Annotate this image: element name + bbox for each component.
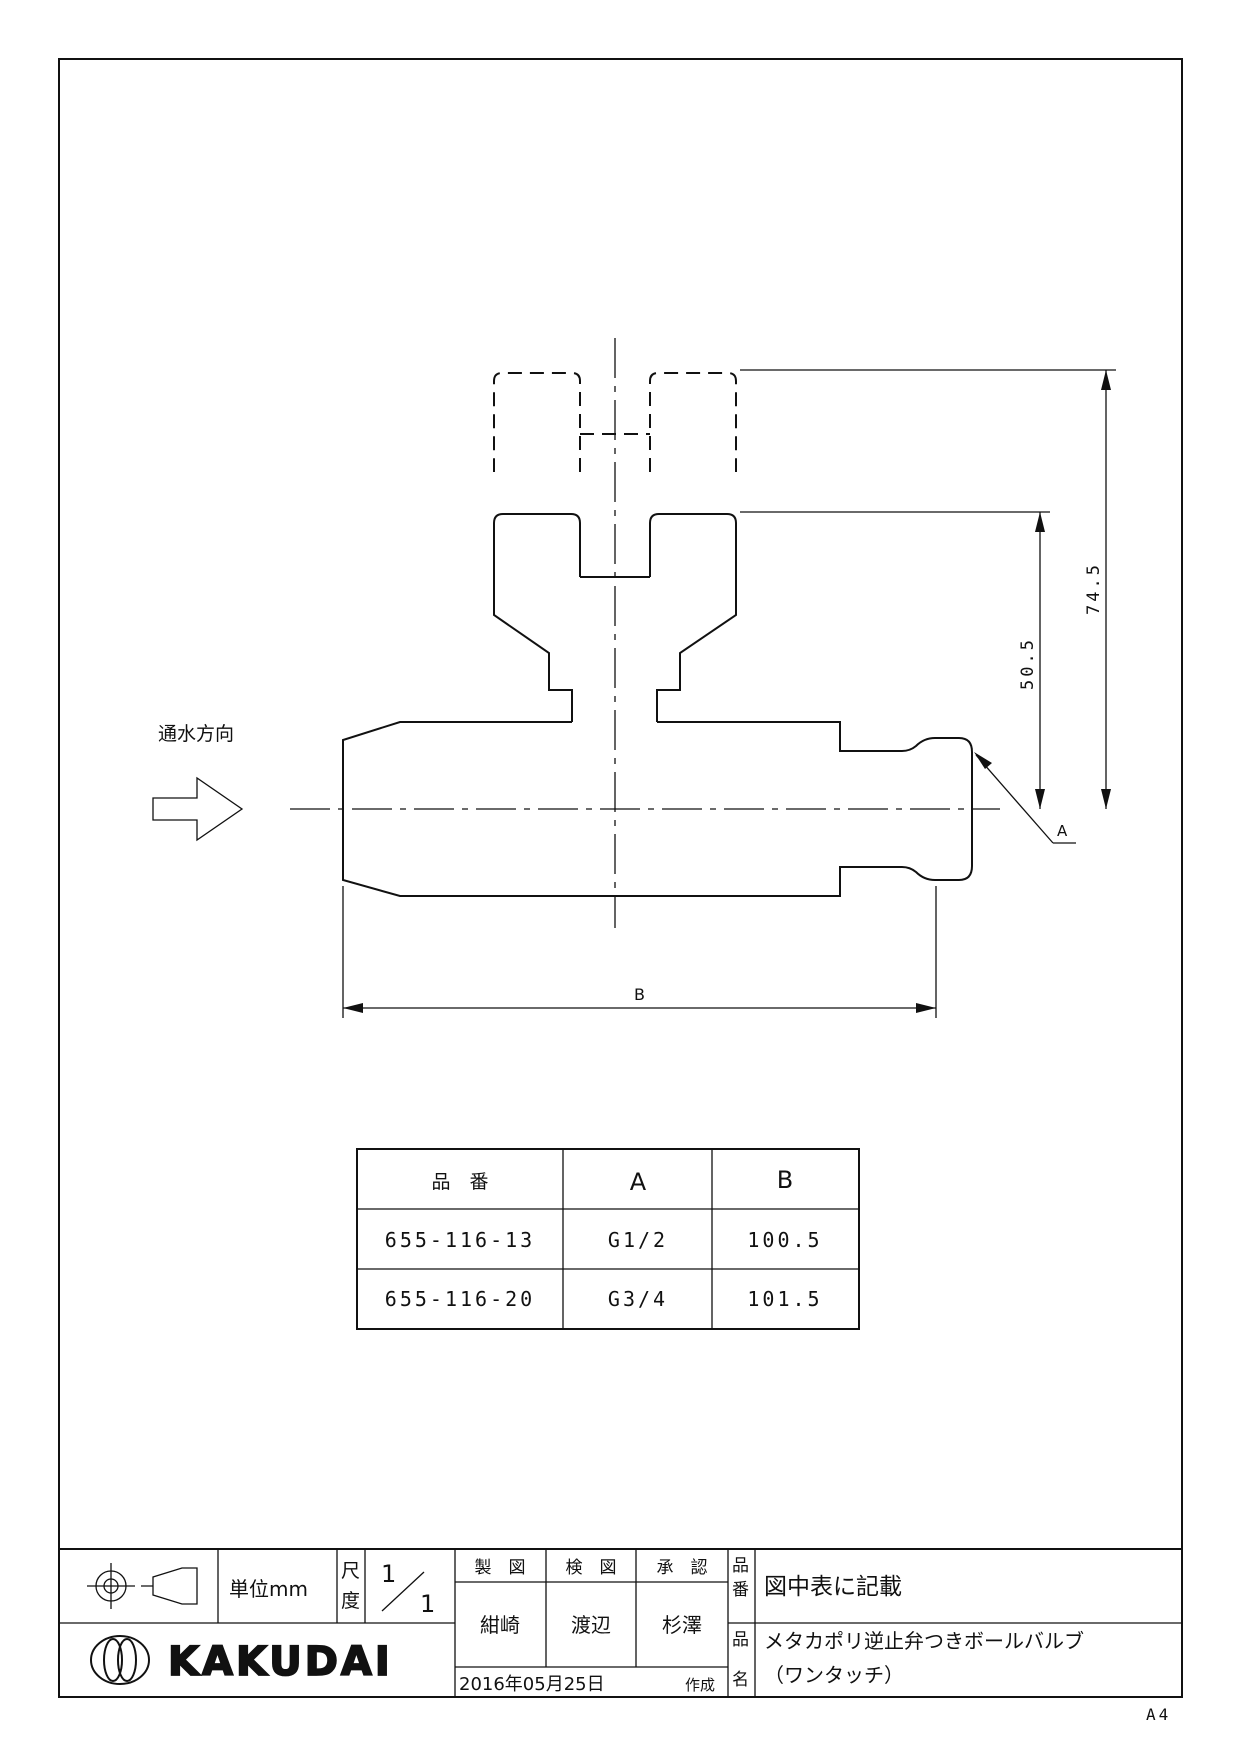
spec-header-b: B (777, 1166, 793, 1194)
dim-50-label: 50.5 (1018, 637, 1038, 690)
drawn-label: 製 図 (475, 1558, 526, 1578)
checked-label: 検 図 (566, 1558, 617, 1578)
third-angle-projection-icon (87, 1563, 198, 1609)
spec-row1-b: 100.5 (747, 1228, 822, 1252)
dim-74-arrow-top (1101, 370, 1111, 390)
spec-row1-a: G1/2 (608, 1228, 668, 1252)
approved-label: 承 認 (657, 1558, 708, 1578)
approved-by: 杉澤 (662, 1613, 702, 1637)
title-block: 単位mm 尺 度 1 1 製 図 検 図 承 認 紺崎 渡辺 杉澤 2016年0… (59, 1548, 1182, 1724)
spec-table: 品 番 A B 655-116-13 G1/2 100.5 655-116-20… (356, 1148, 860, 1330)
kakudai-logo-icon (90, 1635, 150, 1685)
checked-by: 渡辺 (571, 1613, 611, 1637)
dim-74-label: 74.5 (1084, 562, 1104, 615)
part-no-value: 図中表に記載 (764, 1574, 902, 1600)
part-name-label-1: 品 (732, 1630, 749, 1650)
part-no-label-2: 番 (732, 1580, 749, 1600)
handle-dashed-outline (493, 372, 737, 472)
dim-b-label: B (634, 985, 645, 1004)
spec-row2-b: 101.5 (747, 1287, 822, 1311)
flow-direction-label: 通水方向 (158, 723, 234, 745)
drawn-by: 紺崎 (480, 1613, 520, 1637)
spec-row2-part-no: 655-116-20 (385, 1287, 535, 1311)
leader-a-line (975, 754, 1054, 844)
spec-header-part-no: 品 番 (431, 1171, 488, 1193)
spec-header-a: A (630, 1168, 647, 1196)
dim-b-arrow-right (916, 1003, 936, 1013)
valve-body-outline (342, 721, 973, 897)
handle-outline (493, 513, 737, 722)
scale-label-1: 尺 (341, 1560, 360, 1582)
brand-name: KAKUDAI (168, 1639, 393, 1685)
part-name-line-2: （ワンタッチ） (764, 1663, 904, 1687)
paper-size: A4 (1146, 1705, 1171, 1724)
dim-74-arrow-bottom (1101, 789, 1111, 809)
created-label: 作成 (685, 1676, 715, 1694)
leader-a-arrow (974, 752, 992, 769)
scale-slash (381, 1571, 425, 1612)
scale-label-2: 度 (341, 1590, 360, 1612)
spec-row2-a: G3/4 (608, 1287, 668, 1311)
dim-50-arrow-top (1035, 512, 1045, 532)
part-name-label-2: 名 (732, 1670, 749, 1690)
flow-direction-arrow (152, 776, 244, 842)
dim-50-arrow-bottom (1035, 789, 1045, 809)
valve-drawing: 通水方向 B 50.5 74.5 A (152, 338, 1116, 1018)
unit-label: 単位mm (229, 1577, 308, 1601)
sheet-border (58, 58, 1183, 1698)
scale-numerator: 1 (381, 1560, 396, 1588)
scale-denominator: 1 (420, 1590, 435, 1618)
spec-row1-part-no: 655-116-13 (385, 1228, 535, 1252)
part-name-line-1: メタカポリ逆止弁つきボールバルブ (764, 1629, 1084, 1653)
leader-a-label: A (1057, 822, 1068, 840)
part-no-label-1: 品 (732, 1556, 749, 1576)
date-text: 2016年05月25日 (459, 1674, 605, 1695)
dim-b-arrow-left (343, 1003, 363, 1013)
